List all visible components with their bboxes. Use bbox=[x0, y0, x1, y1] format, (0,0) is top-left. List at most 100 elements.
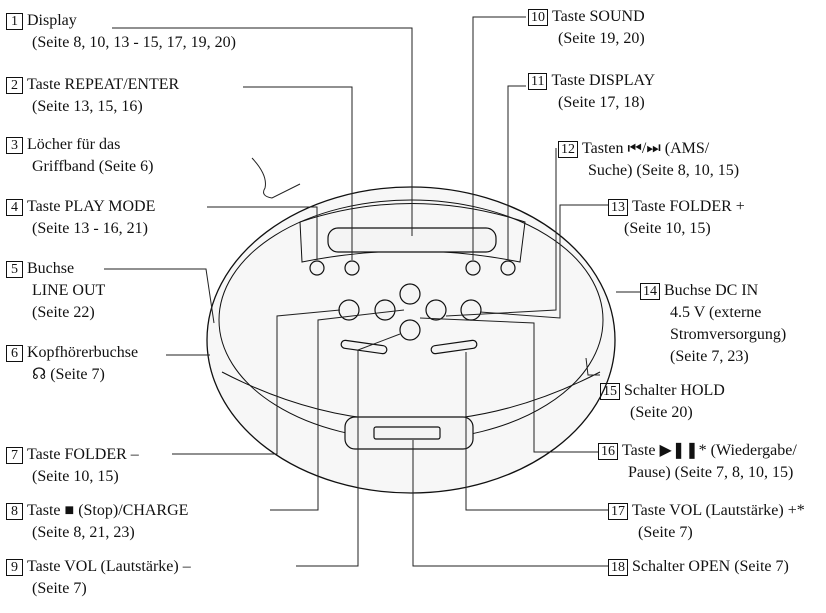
callout-title: Taste VOL (Lautstärke) +* bbox=[632, 502, 805, 519]
callout-detail: Suche) (Seite 8, 10, 15) bbox=[588, 162, 740, 179]
callout-number: 15 bbox=[600, 383, 620, 400]
leader-8 bbox=[270, 309, 405, 511]
callout-detail: (Seite 10, 15) bbox=[624, 220, 711, 237]
callout-detail: (Seite 19, 20) bbox=[558, 30, 645, 47]
callout-detail: 4.5 V (externe bbox=[670, 304, 762, 321]
callout-title: Schalter OPEN (Seite 7) bbox=[632, 558, 789, 575]
ams-next-button bbox=[425, 299, 447, 321]
callout-detail: ☊ (Seite 7) bbox=[32, 366, 105, 383]
leader-12 bbox=[445, 148, 557, 317]
callout-detail: (Seite 22) bbox=[32, 304, 95, 321]
leader-15 bbox=[585, 357, 600, 376]
player-lid-top bbox=[299, 203, 526, 263]
callout-title: Löcher für das bbox=[27, 136, 121, 153]
left-indicator-strip bbox=[340, 339, 388, 355]
leader-10 bbox=[472, 16, 526, 260]
vol-minus-pad bbox=[399, 319, 421, 341]
leader-11 bbox=[507, 85, 526, 260]
repeat-enter-button bbox=[344, 260, 360, 276]
leader-17 bbox=[465, 352, 608, 511]
open-slider bbox=[373, 426, 441, 440]
callout-number: 3 bbox=[6, 137, 23, 154]
callout-detail: (Seite 17, 18) bbox=[558, 94, 645, 111]
folder-plus-button bbox=[460, 299, 482, 321]
ams-prev-button bbox=[374, 299, 396, 321]
leader-9 bbox=[296, 333, 401, 567]
callout-title: Taste VOL (Lautstärke) – bbox=[27, 558, 191, 575]
callout-number: 9 bbox=[6, 559, 23, 576]
vol-plus-pad bbox=[399, 283, 421, 305]
strap-hole-bracket bbox=[251, 157, 301, 199]
callout-title: Taste REPEAT/ENTER bbox=[27, 76, 180, 93]
callout-number: 11 bbox=[528, 73, 548, 90]
display-button bbox=[500, 260, 516, 276]
callout-number: 7 bbox=[6, 447, 23, 464]
callout-number: 18 bbox=[608, 559, 628, 576]
callout-title: Taste SOUND bbox=[552, 8, 645, 25]
callout-title: Buchse bbox=[27, 260, 75, 277]
callout-title: Taste PLAY MODE bbox=[27, 198, 156, 215]
callout-number: 12 bbox=[558, 141, 578, 158]
callout-number: 17 bbox=[608, 503, 628, 520]
callout-title: Kopfhörerbuchse bbox=[27, 344, 139, 361]
leader-5 bbox=[104, 268, 215, 324]
callout-detail: (Seite 8, 21, 23) bbox=[32, 524, 135, 541]
play-mode-button bbox=[309, 260, 325, 276]
leader-16 bbox=[419, 317, 598, 453]
callout-detail: (Seite 13 - 16, 21) bbox=[32, 220, 148, 237]
callout-number: 8 bbox=[6, 503, 23, 520]
callout-detail: (Seite 8, 10, 13 - 15, 17, 19, 20) bbox=[32, 34, 236, 51]
callout-title: Taste DISPLAY bbox=[551, 72, 656, 89]
callout-detail: Stromversorgung) bbox=[670, 326, 787, 343]
leader-2 bbox=[243, 86, 353, 260]
callout-title: Buchse DC IN bbox=[664, 282, 759, 299]
leader-13 bbox=[479, 204, 608, 319]
leader-18 bbox=[412, 440, 608, 567]
right-indicator-strip bbox=[430, 339, 478, 355]
callout-number: 4 bbox=[6, 199, 23, 216]
callout-number: 5 bbox=[6, 261, 23, 278]
callout-detail: (Seite 7, 23) bbox=[670, 348, 749, 365]
callout-title: Taste ■ (Stop)/CHARGE bbox=[27, 502, 189, 519]
callout-detail: (Seite 20) bbox=[630, 404, 693, 421]
callout-detail: (Seite 7) bbox=[32, 580, 87, 597]
callout-detail: Griffband (Seite 6) bbox=[32, 158, 154, 175]
leader-1 bbox=[112, 27, 413, 236]
callout-detail: LINE OUT bbox=[32, 282, 106, 299]
leader-4 bbox=[207, 206, 318, 260]
callout-detail: (Seite 7) bbox=[638, 524, 693, 541]
callout-title: Taste FOLDER + bbox=[632, 198, 745, 215]
leader-7 bbox=[172, 309, 341, 455]
callout-title: Display bbox=[27, 12, 77, 29]
callout-detail: (Seite 13, 15, 16) bbox=[32, 98, 143, 115]
callout-number: 16 bbox=[598, 443, 618, 460]
sound-button bbox=[465, 260, 481, 276]
callout-number: 1 bbox=[6, 13, 23, 30]
callout-title: Taste ▶❚❚* (Wiedergabe/ bbox=[622, 442, 797, 459]
callout-number: 14 bbox=[640, 283, 660, 300]
callout-title: Tasten ⏮/⏭ (AMS/ bbox=[582, 140, 710, 157]
callout-number: 10 bbox=[528, 9, 548, 26]
callout-title: Taste FOLDER – bbox=[27, 446, 139, 463]
callout-number: 6 bbox=[6, 345, 23, 362]
callout-detail: Pause) (Seite 7, 8, 10, 15) bbox=[628, 464, 794, 481]
